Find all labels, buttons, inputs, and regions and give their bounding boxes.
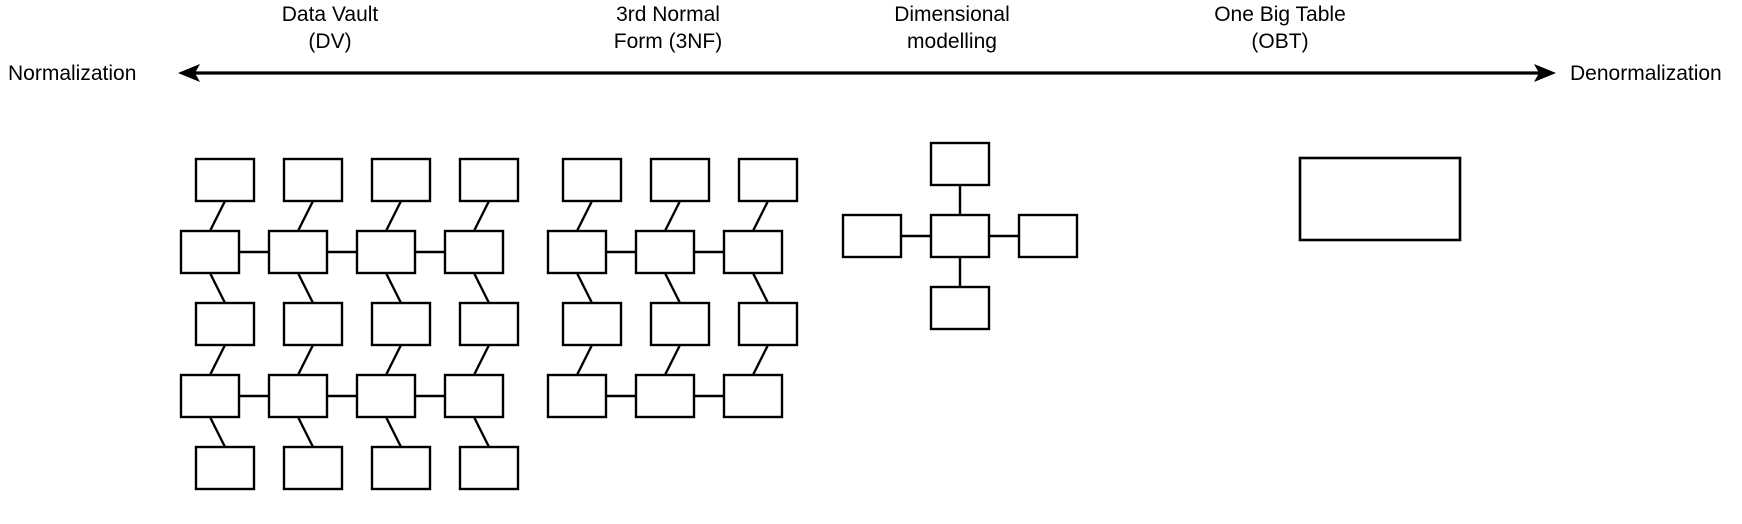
connector-line [575,344,594,376]
entity-box [282,445,344,491]
caption-data-vault: Data Vault (DV) [281,3,379,53]
entity-box [267,373,329,419]
caption-dimensional-modelling: Dimensional modelling [894,3,1010,53]
connector-line [663,344,682,376]
connector-line [384,416,403,448]
entity-box [722,373,784,419]
entity-box [355,229,417,275]
normalization-spectrum-arrow-icon [178,64,1556,82]
entity-box [194,301,256,347]
connector-line [208,344,227,376]
entity-box [737,301,799,347]
entity-box [282,301,344,347]
entity-box [649,157,711,203]
caption-one-big-table: One Big Table (OBT) [1214,3,1346,53]
entity-box [355,373,417,419]
connector-line [472,416,491,448]
entity-box [634,373,696,419]
dimension-box-left [841,213,903,259]
connector-line [296,344,315,376]
connector-line [751,200,770,232]
entity-box [179,373,241,419]
connector-line [208,272,227,304]
entity-box [737,157,799,203]
entity-box [443,229,505,275]
entity-box [634,229,696,275]
entity-box [370,445,432,491]
connector-line [208,200,227,232]
dimension-box-top [929,141,991,187]
connector-line [472,344,491,376]
connector-line [663,272,682,304]
model-diagram-third-normal-form [530,124,850,454]
entity-box [370,157,432,203]
entity-box [546,229,608,275]
dimension-box-bottom [929,285,991,331]
entity-box [458,445,520,491]
fact-table-box [929,213,991,259]
obt-table-box [1298,156,1462,242]
caption-third-normal-form: 3rd Normal Form (3NF) [613,3,723,53]
connector-line [296,200,315,232]
dimension-box-right [1017,213,1079,259]
model-diagram-data-vault [160,140,560,524]
connector-line [296,272,315,304]
connector-line [384,200,403,232]
connector-line [751,344,770,376]
axis-label-denormalization: Denormalization [1570,62,1722,85]
model-diagram-dimensional-modelling [820,124,1090,344]
connector-line [575,200,594,232]
connector-line [751,272,770,304]
connector-line [384,344,403,376]
connector-line [575,272,594,304]
connector-line [296,416,315,448]
connector-line [384,272,403,304]
entity-box [561,157,623,203]
connector-line [663,200,682,232]
entity-box [561,301,623,347]
axis-label-normalization: Normalization [8,62,137,85]
connector-line [472,272,491,304]
entity-box [267,229,329,275]
entity-box [722,229,784,275]
connector-line [472,200,491,232]
entity-box [282,157,344,203]
entity-box [458,301,520,347]
entity-box [194,157,256,203]
entity-box [179,229,241,275]
entity-box [194,445,256,491]
entity-box [458,157,520,203]
entity-box [370,301,432,347]
entity-box [546,373,608,419]
entity-box [443,373,505,419]
model-diagram-one-big-table [1280,140,1480,250]
entity-box [649,301,711,347]
connector-line [208,416,227,448]
